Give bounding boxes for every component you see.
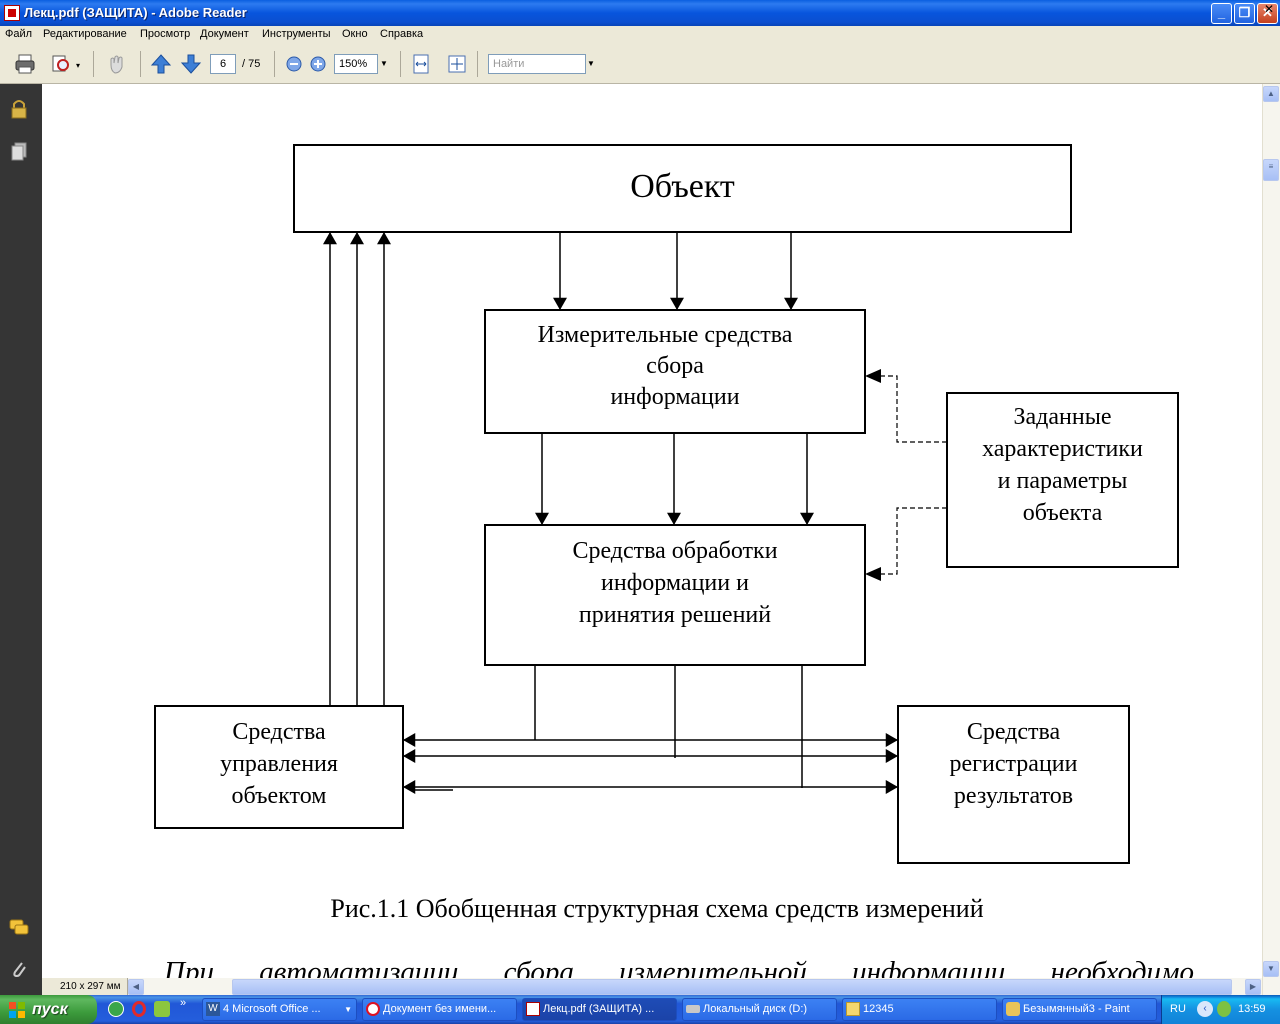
search-input[interactable]: Найти <box>488 54 586 74</box>
zoom-out-icon[interactable] <box>283 53 305 75</box>
given-params-box <box>946 392 1179 568</box>
figure-caption: Рис.1.1 Обобщенная структурная схема сре… <box>330 894 984 923</box>
disk-icon <box>686 1005 700 1013</box>
chevron-down-icon: ▼ <box>344 1005 352 1014</box>
pages-icon[interactable] <box>8 141 30 163</box>
task-document[interactable]: Документ без имени... <box>362 998 517 1021</box>
scroll-left-icon[interactable]: ◀ <box>128 979 144 995</box>
language-indicator[interactable]: RU <box>1170 1003 1186 1015</box>
measuring-label: Измерительные средства сбора информации <box>537 322 793 410</box>
structure-diagram <box>154 144 1179 864</box>
vertical-scrollbar[interactable] <box>1262 84 1280 995</box>
scroll-down-icon[interactable]: ▼ <box>1263 961 1279 977</box>
arrow-down-icon[interactable] <box>180 53 202 75</box>
menu-window[interactable]: Окно <box>342 28 368 40</box>
chevron-down-icon[interactable]: ▾ <box>76 61 81 70</box>
print-icon[interactable] <box>14 53 36 75</box>
tray-app-icon[interactable] <box>1217 1001 1231 1017</box>
document-app-icon <box>366 1002 380 1016</box>
hand-tool-icon[interactable] <box>106 53 128 75</box>
search-dropdown-icon[interactable]: ▼ <box>587 59 595 68</box>
object-label: Объект <box>630 168 735 205</box>
menu-view[interactable]: Просмотр <box>140 28 191 40</box>
window-title: Лекц.pdf (ЗАЩИТА) - Adobe Reader <box>24 5 247 20</box>
pdf-app-icon <box>4 5 20 21</box>
page-size-indicator: 210 x 297 мм <box>42 978 128 995</box>
page-number-input[interactable]: 6 <box>210 54 236 74</box>
document-close-icon[interactable]: ✕ <box>1264 2 1275 16</box>
page-total: / 75 <box>242 58 261 70</box>
control-label: Средства управления объектом <box>220 719 338 809</box>
toolbar-separator <box>140 51 141 77</box>
measuring-box <box>484 309 866 434</box>
menu-edit[interactable]: Редактирование <box>43 28 127 40</box>
object-box <box>293 144 1072 233</box>
task-word[interactable]: W 4 Microsoft Office ... ▼ <box>202 998 357 1021</box>
chevron-left-icon[interactable]: ‹ <box>1197 1001 1213 1017</box>
windows-logo-icon <box>9 1002 25 1018</box>
close-button[interactable]: ✕ <box>1257 3 1278 24</box>
processing-label: Средства обработки информации и принятия… <box>572 538 778 628</box>
scroll-up-icon[interactable]: ▲ <box>1263 86 1279 102</box>
pdf-icon <box>526 1002 540 1016</box>
print-preview-icon[interactable] <box>50 53 72 75</box>
task-folder[interactable]: 12345 <box>842 998 997 1021</box>
scrollbar-thumb[interactable]: ≡ <box>1263 159 1279 181</box>
zoom-dropdown-icon[interactable]: ▼ <box>380 59 388 68</box>
minimize-button[interactable]: _ <box>1211 3 1232 24</box>
folder-icon <box>846 1002 860 1016</box>
menu-help[interactable]: Справка <box>380 28 424 40</box>
browser-icon[interactable] <box>108 1001 124 1017</box>
toolbar-separator <box>477 51 478 77</box>
word-icon: W <box>206 1002 220 1016</box>
task-adobe-reader[interactable]: Лекц.pdf (ЗАЩИТА) ... <box>522 998 677 1021</box>
title-bar <box>0 0 1280 26</box>
quicklaunch-more-icon[interactable]: » <box>180 997 187 1009</box>
task-local-disk[interactable]: Локальный диск (D:) <box>682 998 837 1021</box>
maximize-button[interactable]: ❐ <box>1234 3 1255 24</box>
task-paint[interactable]: Безымянный3 - Paint <box>1002 998 1157 1021</box>
registration-box <box>897 705 1130 864</box>
toolbar-separator <box>93 51 94 77</box>
start-button[interactable]: пуск <box>0 995 97 1024</box>
control-box <box>154 705 404 829</box>
navigation-pane <box>0 84 42 995</box>
toolbar-separator <box>274 51 275 77</box>
registration-label: Средства регистрации результатов <box>949 719 1078 809</box>
menu-document[interactable]: Документ <box>200 28 249 40</box>
lock-icon[interactable] <box>8 98 30 120</box>
zoom-in-icon[interactable] <box>307 53 329 75</box>
document-view[interactable]: Объект Измерительные средства сбора инфо… <box>42 84 1262 995</box>
arrow-up-icon[interactable] <box>150 53 172 75</box>
paint-icon <box>1006 1002 1020 1016</box>
attachment-icon[interactable] <box>8 958 30 980</box>
start-label: пуск <box>32 1001 68 1018</box>
given-params-label: Заданные характеристики и параметры объе… <box>982 404 1143 526</box>
horizontal-scrollbar-thumb[interactable] <box>232 979 1232 995</box>
menu-tools[interactable]: Инструменты <box>262 28 331 40</box>
comments-icon[interactable] <box>8 917 30 939</box>
toolbar-separator <box>400 51 401 77</box>
fit-width-icon[interactable] <box>410 53 432 75</box>
zoom-level-input[interactable]: 150% <box>334 54 378 74</box>
clock: 13:59 <box>1238 1003 1266 1015</box>
utility-icon[interactable] <box>154 1001 170 1017</box>
menu-bar <box>0 26 1280 44</box>
menu-file[interactable]: Файл <box>5 28 33 40</box>
fit-page-icon[interactable] <box>446 53 468 75</box>
opera-icon[interactable] <box>132 1001 146 1017</box>
scroll-right-icon[interactable]: ▶ <box>1245 979 1261 995</box>
